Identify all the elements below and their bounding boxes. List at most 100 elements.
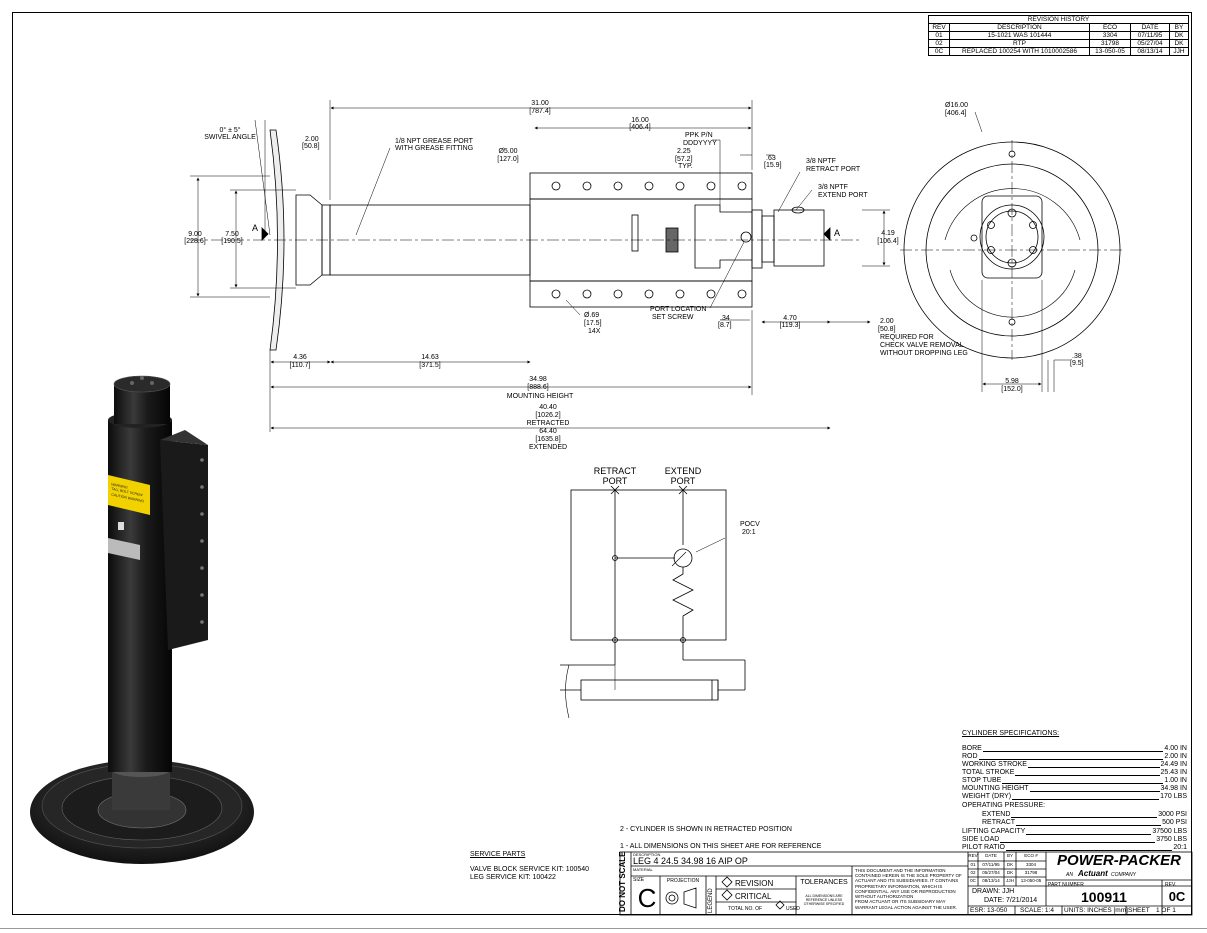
company-logo-name: POWER-PACKER bbox=[1057, 852, 1181, 869]
spec-leader-line bbox=[1000, 836, 1155, 843]
spec-label: EXTEND bbox=[982, 811, 1011, 818]
dim-0-34: .34 bbox=[720, 315, 730, 322]
dim-64-40-mm: [1635.8] bbox=[535, 436, 561, 443]
dim-5-98-mm: [152.0] bbox=[1001, 386, 1023, 393]
critical-legend-label: CRITICAL bbox=[735, 892, 772, 901]
spec-row: ROD 2.00 IN bbox=[962, 753, 1187, 761]
note-1: 1 - ALL DIMENSIONS ON THIS SHEET ARE FOR… bbox=[620, 843, 822, 850]
section-a-left: A bbox=[252, 223, 259, 233]
dim-5-98: 5.98 bbox=[1005, 378, 1019, 385]
spec-value: 4.00 IN bbox=[1164, 745, 1187, 752]
dia-16-00-mm: [406.4] bbox=[945, 110, 967, 117]
proprietary-note-6: WITHOUT AUTHORIZATION bbox=[855, 894, 914, 899]
dim-2-00-mm: [50.8] bbox=[302, 143, 320, 150]
grease-port-label-2: WITH GREASE FITTING bbox=[395, 145, 474, 152]
dim-9-00: 9.00 bbox=[188, 231, 202, 238]
spec-value: 170 LBS bbox=[1160, 793, 1187, 800]
retracted-label: RETRACTED bbox=[526, 420, 570, 427]
dim-0-63: .63 bbox=[766, 155, 776, 162]
company-sub-suffix: COMPANY bbox=[1111, 872, 1136, 878]
dim-2-25: 2.25 bbox=[677, 148, 691, 155]
part-number: 100911 bbox=[1081, 889, 1127, 905]
grease-port-label: 1/8 NPT GREASE PORT bbox=[395, 138, 473, 145]
drawing-units: UNITS: INCHES [mm] bbox=[1064, 907, 1128, 914]
mini-cell: 13-050-05 bbox=[1020, 878, 1042, 883]
spec-leader-line bbox=[1030, 785, 1160, 792]
revision-legend-label: REVISION bbox=[735, 879, 774, 888]
mounting-holes-top bbox=[551, 181, 747, 191]
dim-14-63: 14.63 bbox=[421, 354, 439, 361]
dim-4-70-mm: [119.3] bbox=[779, 322, 801, 329]
schematic-retract-port: PORT bbox=[602, 476, 628, 486]
spec-row: OPERATING PRESSURE: bbox=[962, 802, 1187, 810]
dim-0-34-mm: [8.7] bbox=[718, 322, 732, 329]
tolerance-note-2: REFERENCE UNLESS bbox=[805, 898, 843, 902]
pocv-label: POCV bbox=[740, 521, 760, 528]
dim-34-98: 34.98 bbox=[529, 376, 547, 383]
company-sub-name: Actuant bbox=[1078, 869, 1108, 878]
spec-label: TOTAL STROKE bbox=[962, 769, 1015, 776]
spec-leader-line bbox=[1015, 769, 1160, 776]
spec-label: LIFTING CAPACITY bbox=[962, 828, 1026, 835]
dim-2-00-clearance: 2.00 bbox=[880, 318, 894, 325]
spec-leader-line bbox=[1012, 793, 1159, 800]
dim-0-38: .38 bbox=[1072, 353, 1082, 360]
proprietary-note-5: CONFIDENTIAL. ANY USE OR REPRODUCTION bbox=[855, 889, 956, 894]
dim-4-19-mm: [106.4] bbox=[877, 238, 899, 245]
spec-leader-line bbox=[1016, 819, 1161, 826]
spec-value: 2.00 IN bbox=[1164, 753, 1187, 760]
schematic-retract-label: RETRACT bbox=[593, 466, 637, 476]
table-row: 0C REPLACED 100254 WITH 1010002586 13-05… bbox=[928, 47, 1189, 56]
drawing-border bbox=[12, 12, 1192, 915]
hole-quantity: 14X bbox=[588, 328, 601, 335]
spec-label: BORE bbox=[962, 745, 982, 752]
leg-3d-render bbox=[30, 375, 254, 864]
spec-label: ROD bbox=[962, 753, 978, 760]
dim-4-36-mm: [110.7] bbox=[289, 362, 311, 369]
spec-label: WEIGHT (DRY) bbox=[962, 793, 1012, 800]
drawn-date: DATE: 7/21/2014 bbox=[984, 897, 1038, 904]
mini-cell: 31798 bbox=[1024, 870, 1038, 875]
company-sub-prefix: AN bbox=[1066, 872, 1073, 878]
swivel-angle-value: 0° ± 5° bbox=[219, 127, 241, 134]
part-number-label: PART NUMBER bbox=[1048, 882, 1084, 888]
drawing-scale: SCALE: 1:4 bbox=[1020, 907, 1054, 914]
service-parts-title: SERVICE PARTS bbox=[470, 851, 526, 858]
dim-14-63-mm: [371.5] bbox=[419, 362, 441, 369]
spec-leader-line bbox=[1002, 777, 1163, 784]
spec-value: 1.00 IN bbox=[1164, 777, 1187, 784]
leg-service-kit: LEG SERVICE KIT: 100422 bbox=[470, 874, 556, 881]
dim-4-19: 4.19 bbox=[881, 230, 895, 237]
dia-5-00: Ø5.00 bbox=[498, 148, 518, 155]
spec-row: WEIGHT (DRY) 170 LBS bbox=[962, 793, 1187, 801]
spec-leader-line bbox=[1026, 828, 1151, 835]
mini-cell: 07/11/95 bbox=[982, 862, 1000, 867]
drawn-by: DRAWN: JJH bbox=[972, 888, 1015, 895]
dim-7-50-mm: [190.5] bbox=[221, 238, 243, 245]
mounting-height-label: MOUNTING HEIGHT bbox=[506, 393, 574, 400]
mini-cell: JJH bbox=[1006, 878, 1014, 883]
port-location-label: PORT LOCATION bbox=[650, 306, 707, 313]
spec-label: PILOT RATIO bbox=[962, 844, 1005, 851]
dim-7-50: 7.50 bbox=[225, 231, 239, 238]
typ-label: TYP. bbox=[678, 163, 693, 170]
spec-row: BORE 4.00 IN bbox=[962, 745, 1187, 753]
note-2: 2 - CYLINDER IS SHOWN IN RETRACTED POSIT… bbox=[620, 826, 792, 833]
mini-date-header: DATE bbox=[985, 853, 997, 858]
dim-64-40: 64.40 bbox=[539, 428, 557, 435]
dim-40-40: 40.40 bbox=[539, 404, 557, 411]
description-label: DESCRIPTION bbox=[633, 852, 661, 857]
tolerance-note-3: OTHERWISE SPECIFIED bbox=[803, 902, 845, 906]
rev-label: REV. bbox=[1165, 882, 1177, 888]
spec-leader-line bbox=[1006, 844, 1172, 851]
sheet-count: 1 OF 1 bbox=[1156, 907, 1176, 914]
spec-value: 3000 PSI bbox=[1158, 811, 1187, 818]
spec-label: MOUNTING HEIGHT bbox=[962, 785, 1029, 792]
dim-16-00: 16.00 bbox=[631, 117, 649, 124]
